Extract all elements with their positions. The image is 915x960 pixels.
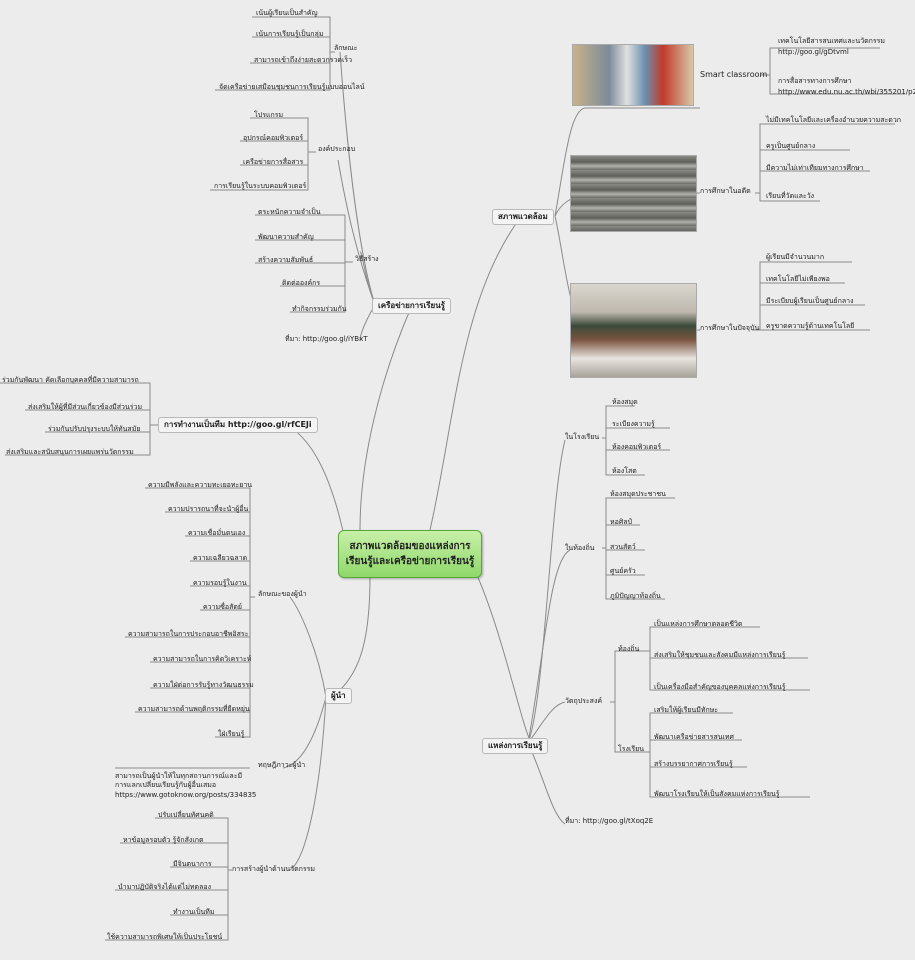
team-topic[interactable]: การทำงานเป็นทีม http://goo.gl/rfCEJi (158, 417, 318, 433)
env-topic[interactable]: สภาพแวดล้อม (492, 209, 554, 225)
smart-classroom-photo (572, 44, 694, 106)
present-item: ครูขาดความรู้ด้านเทคโนโลยี (766, 322, 855, 330)
traits-label[interactable]: ลักษณะของผู้นำ (258, 590, 307, 598)
trait-item: ความใฝ่ต่อการรับรู้ทางวัฒนธรรม (153, 681, 254, 689)
components-item: โปรแกรม (254, 111, 284, 119)
source-ref[interactable]: ที่มา: http://goo.gl/tXoq2E (565, 817, 654, 825)
components-item: เครือข่ายการสื่อสาร (243, 158, 304, 166)
past-education-label[interactable]: การศึกษาในอดีต (700, 187, 751, 195)
features-item: เน้นการเรียนรู้เป็นกลุ่ม (256, 30, 324, 38)
trait-item: ความสามารถด้านพฤติกรรมที่ยืดหยุ่น (138, 705, 250, 713)
local-item: ศูนย์ครัว (610, 567, 636, 575)
in-school-item: ระเบียงความรู้ (612, 420, 655, 428)
present-education-photo (570, 283, 697, 378)
innovation-item: หาข้อมูลรอบตัว รู้จักสังเกต (123, 836, 204, 844)
method-item: ทำกิจกรรมร่วมกัน (292, 305, 347, 313)
team-item: ร่วมกันพัฒนา คัดเลือกบุคคลที่มีความสามาร… (2, 376, 139, 384)
innovation-item: ทำงานเป็นทีม (173, 908, 215, 916)
central-topic[interactable]: สภาพแวดล้อมของแหล่งการ เรียนรู้และเครือข… (338, 530, 482, 578)
innovation-item: ใช้ความสามารถพิเศษให้เป็นประโยชน์ (107, 933, 223, 941)
components-item: อุปกรณ์คอมพิวเตอร์ (243, 134, 304, 142)
past-education-photo (570, 155, 697, 232)
trait-item: ความปรารถนาที่จะนำผู้อื่น (168, 505, 249, 513)
innovation-item: ปรับเปลี่ยนทัศนคติ (158, 811, 214, 819)
present-item: ผู้เรียนมีจำนวนมาก (766, 253, 825, 261)
components-item: การเรียนรู้ในระบบคอมพิวเตอร์ (214, 182, 307, 190)
method-item: ตระหนักความจำเป็น (258, 208, 321, 216)
past-item: มีความไม่เท่าเทียมทางการศึกษา (766, 164, 864, 172)
network-topic[interactable]: เครือข่ายการเรียนรู้ (372, 298, 451, 314)
features-item: เน้นผู้เรียนเป็นสำคัญ (256, 9, 318, 17)
in-school-item: ห้องสมุด (612, 398, 638, 406)
present-item: เทคโนโลยีไม่เพียงพอ (766, 275, 830, 283)
team-item: ส่งเสริมให้ผู้ที่มีส่วนเกี่ยวข้องมีส่วนร… (28, 403, 143, 411)
in-school-item: ห้องคอมพิวเตอร์ (612, 443, 662, 451)
innovation-label[interactable]: การสร้างผู้นำด้านนวัตกรรม (232, 865, 316, 873)
method-item: สร้างความสัมพันธ์ (258, 256, 314, 264)
past-item: เรียนที่วัดและวัง (766, 192, 815, 200)
local-item: หอศิลป์ (610, 518, 632, 526)
present-item: มีระเบียบผู้เรียนเป็นศูนย์กลาง (766, 297, 854, 305)
local-item: สวนสัตว์ (610, 543, 636, 551)
local-label[interactable]: ในท้องถิ่น (565, 544, 595, 552)
leader-topic[interactable]: ผู้นำ (325, 688, 352, 704)
smart-url-1[interactable]: http://goo.gl/gDtvml (778, 48, 849, 56)
method-item: พัฒนาความสำคัญ (258, 233, 314, 241)
smart-url-2[interactable]: http://www.edu.nu.ac.th/wbi/355201/p2.ht… (778, 88, 915, 96)
purpose-school-item: เสริมให้ผู้เรียนมีทักษะ (654, 706, 719, 714)
trait-item: ความรอบรู้ในงาน (193, 579, 247, 587)
method-label[interactable]: วิธีสร้าง (355, 255, 379, 263)
purpose-school-item: พัฒนาเครือข่ายสารสนเทศ (654, 733, 734, 741)
network-ref[interactable]: ที่มา: http://goo.gl/iYBxT (285, 335, 368, 343)
local-item: ภูมิปัญญาท้องถิ่น (610, 592, 661, 600)
purpose-local-item: เป็นเครื่องมือสำคัญของบุคคลแห่งการเรียนร… (654, 683, 786, 691)
theory-label[interactable]: ทฤษฎีภาวะผู้นำ (258, 761, 306, 769)
purpose-label[interactable]: วัตถุประสงค์ (565, 697, 603, 705)
smart-classroom-label[interactable]: Smart classroom (700, 70, 768, 79)
purpose-local-label[interactable]: ท้องถิ่น (618, 645, 640, 653)
in-school-label[interactable]: ในโรงเรียน (565, 433, 600, 441)
theory-text: สามารถเป็นผู้นำให้ในทุกสถานการณ์และมีการ… (115, 772, 243, 789)
purpose-school-label[interactable]: โรงเรียน (618, 745, 644, 753)
team-item: ส่งเสริมและสนับสนุนการเผยแพร่นวัตกรรม (6, 448, 134, 456)
smart-note-2: การสื่อสารทางการศึกษา (778, 77, 852, 85)
purpose-local-item: ส่งเสริมให้ชุมชนและสังคมมีแหล่งการเรียนร… (654, 651, 786, 659)
local-item: ห้องสมุดประชาชน (610, 490, 666, 498)
innovation-item: นำมาปฏิบัติจริงได้แต่ไม่ทดลอง (118, 883, 212, 891)
purpose-school-item: สร้างบรรยากาศการเรียนรู้ (654, 760, 733, 768)
present-education-label[interactable]: การศึกษาในปัจจุบัน (700, 324, 760, 332)
trait-item: ความเชื่อมั่นตนเอง (188, 529, 246, 537)
past-item: ครูเป็นศูนย์กลาง (766, 142, 816, 150)
theory-url[interactable]: https://www.gotoknow.org/posts/334835 (115, 791, 257, 799)
smart-note-1: เทคโนโลยีสารสนเทศและนวัตกรรม (778, 37, 886, 45)
purpose-local-item: เป็นแหล่งการศึกษาตลอดชีวิต (654, 620, 743, 628)
team-item: ร่วมกันปรับปรุงระบบให้ทันสมัย (48, 425, 141, 433)
in-school-item: ห้องโสต (612, 467, 637, 475)
past-item: ไม่มีเทคโนโลยีและเครื่องอำนวยความสะดวก (766, 116, 902, 124)
features-item: สามารถเข้าถึงง่ายสะดวกรวดเร็ว (254, 56, 353, 64)
innovation-item: มีจินตนาการ (173, 860, 212, 868)
trait-item: ความมีพลังและความทะเยอทะยาน (148, 481, 253, 489)
trait-item: ใฝ่เรียนรู้ (218, 730, 245, 738)
source-topic[interactable]: แหล่งการเรียนรู้ (482, 738, 549, 754)
trait-item: ความสามารถในการคิดวิเคราะห์ (153, 655, 252, 663)
features-label[interactable]: ลักษณะ (334, 44, 358, 52)
purpose-school-item: พัฒนาโรงเรียนให้เป็นสังคมแห่งการเรียนรู้ (654, 790, 780, 798)
trait-item: ความซื่อสัตย์ (203, 603, 243, 611)
components-label[interactable]: องค์ประกอบ (318, 145, 356, 153)
method-item: ติดต่อองค์กร (282, 279, 321, 287)
features-item: จัดเครือข่ายเสมือนชุมชนการเรียนรู้แบบออน… (219, 83, 365, 91)
trait-item: ความเฉลียวฉลาด (193, 554, 248, 562)
trait-item: ความสามารถในการประกอบอาชีพอิสระ (128, 630, 249, 638)
